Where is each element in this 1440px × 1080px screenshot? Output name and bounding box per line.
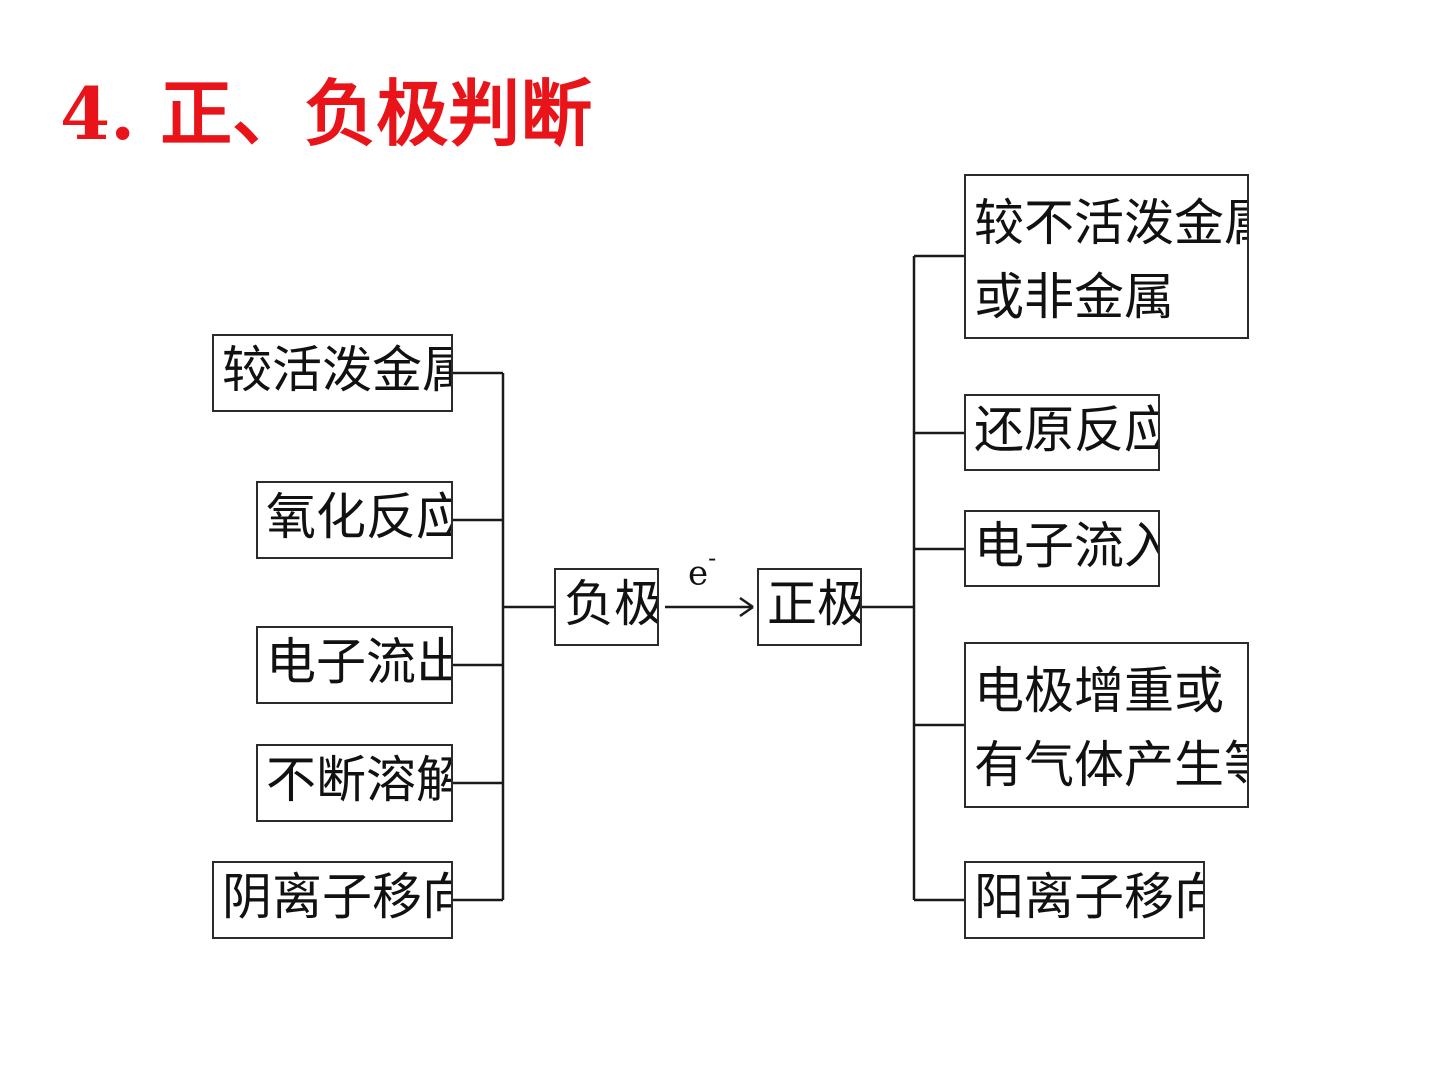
negative-property-2: 氧化反应 [256,481,453,559]
positive-property-1: 较不活泼金属 或非金属 [964,174,1249,339]
electron-flow-label: e- [688,544,717,594]
positive-property-2: 还原反应 [964,394,1160,471]
positive-property-5: 阳离子移向 [964,861,1205,939]
positive-property-4: 电极增重或 有气体产生等 [964,642,1249,808]
negative-electrode-box: 负极 [554,568,659,646]
negative-property-4: 不断溶解 [256,744,453,822]
positive-property-3: 电子流入 [964,510,1160,587]
electron-arrow-head-top [739,596,754,609]
positive-electrode-box: 正极 [757,568,862,646]
negative-property-5: 阴离子移向 [212,861,453,939]
negative-property-3: 电子流出 [256,626,453,704]
electron-arrow-head-bottom [739,605,754,618]
negative-property-1: 较活泼金属 [212,334,453,412]
page-title: 4. 正、负极判断 [60,71,593,156]
